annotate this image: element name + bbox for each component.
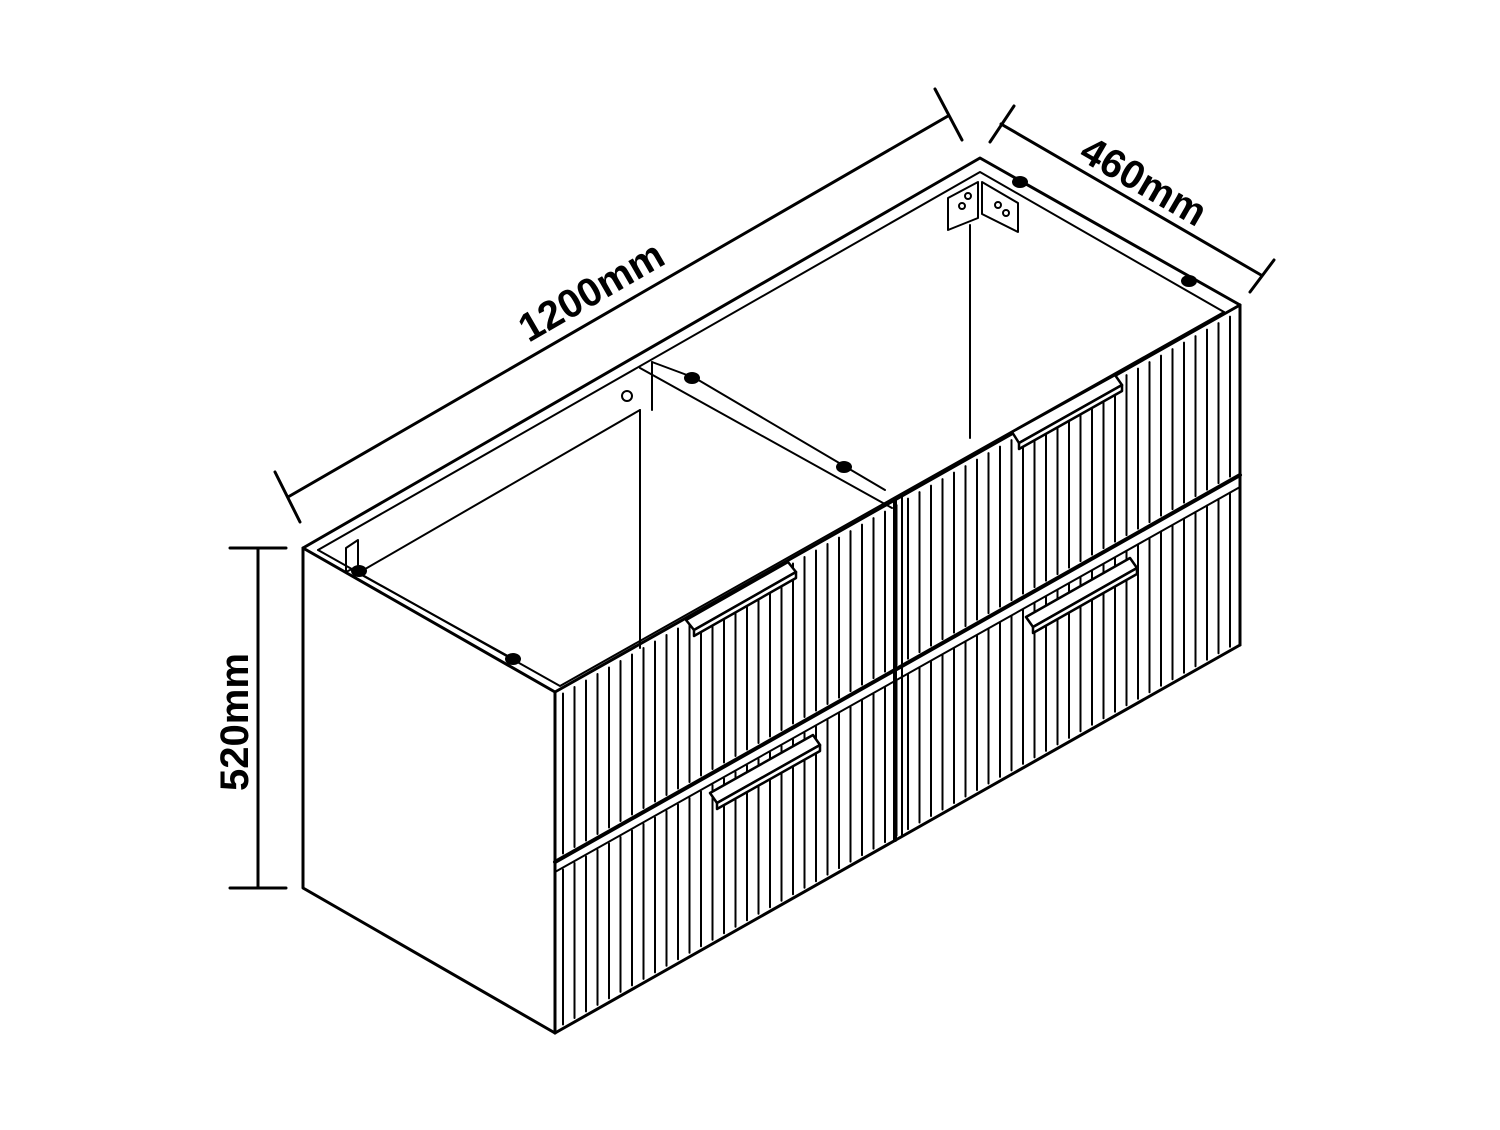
handles: [684, 373, 1139, 811]
top-rim-front: [553, 303, 1242, 694]
width-label: 1200mm: [511, 233, 672, 351]
fastener: [1012, 176, 1028, 188]
depth-label: 460mm: [1073, 128, 1214, 235]
fastener: [684, 372, 700, 384]
fastener: [1181, 275, 1197, 287]
handle-upper-left: [684, 560, 798, 638]
fastener: [505, 653, 521, 665]
left-side-panel: [301, 546, 557, 1035]
height-label: 520mm: [213, 653, 257, 791]
fastener: [351, 565, 367, 577]
corner-bracket: [947, 181, 1019, 233]
fastener: [836, 461, 852, 473]
dimension-depth: [988, 104, 1276, 294]
fasteners: [351, 176, 1197, 665]
handle-upper-right: [1010, 373, 1124, 451]
dimension-height: [228, 546, 288, 890]
handle-lower-right: [1024, 556, 1139, 635]
handle-lower-left: [708, 733, 822, 811]
bottom-front-edge: [553, 643, 1242, 1035]
top-rim-back: [301, 156, 1242, 550]
dimension-width: [273, 87, 964, 524]
